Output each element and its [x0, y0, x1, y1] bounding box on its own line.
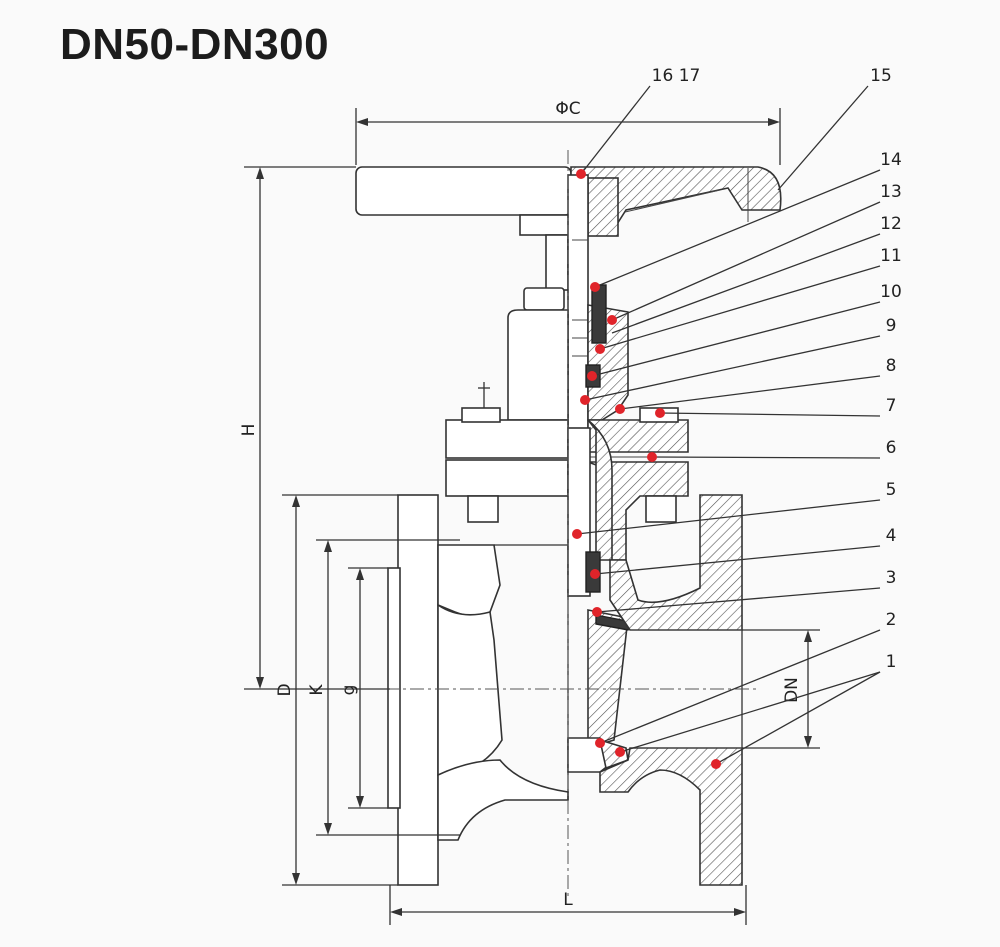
callout-label-13: 13	[880, 182, 902, 202]
marker-7	[647, 452, 657, 462]
dim-label-phi-c: ΦC	[555, 99, 580, 119]
callout-label-1: 1	[886, 652, 897, 672]
marker-5	[590, 569, 600, 579]
dim-label-l: L	[563, 890, 573, 910]
marker-3	[595, 738, 605, 748]
callout-label-16-17: 16 17	[652, 66, 701, 86]
part-markers	[572, 169, 721, 769]
callout-label-12: 12	[880, 214, 902, 234]
marker-2	[615, 747, 625, 757]
right-body	[599, 494, 743, 886]
dim-label-dn: DN	[782, 677, 802, 703]
marker-6	[572, 529, 582, 539]
marker-1	[711, 759, 721, 769]
marker-8	[655, 408, 665, 418]
callout-label-2: 2	[886, 610, 897, 630]
left-body	[387, 494, 569, 886]
callout-label-6: 6	[886, 438, 897, 458]
bonnet	[478, 284, 629, 421]
dim-label-d: D	[275, 683, 295, 696]
dim-label-h: H	[239, 424, 259, 437]
marker-16-17	[576, 169, 586, 179]
callout-label-15: 15	[870, 66, 892, 86]
marker-12	[595, 344, 605, 354]
callout-label-3: 3	[886, 568, 897, 588]
callout-label-14: 14	[880, 150, 902, 170]
callout-label-4: 4	[886, 526, 897, 546]
dim-label-k: K	[307, 684, 327, 696]
centerlines	[360, 150, 760, 900]
marker-4	[592, 607, 602, 617]
marker-14	[590, 282, 600, 292]
page-title: DN50-DN300	[60, 20, 330, 69]
leader-lines	[576, 85, 881, 765]
marker-9	[615, 404, 625, 414]
callout-label-9: 9	[886, 316, 897, 336]
callout-label-7: 7	[886, 396, 897, 416]
marker-13	[607, 315, 617, 325]
dimension-lines	[244, 108, 820, 925]
callout-label-5: 5	[886, 480, 897, 500]
callout-label-8: 8	[886, 356, 897, 376]
body-flange	[445, 407, 689, 561]
dim-label-g: g	[339, 685, 359, 696]
marker-11	[587, 371, 597, 381]
callout-label-11: 11	[880, 246, 902, 266]
callout-label-10: 10	[880, 282, 902, 302]
marker-10	[580, 395, 590, 405]
gate-wedge	[567, 419, 634, 773]
